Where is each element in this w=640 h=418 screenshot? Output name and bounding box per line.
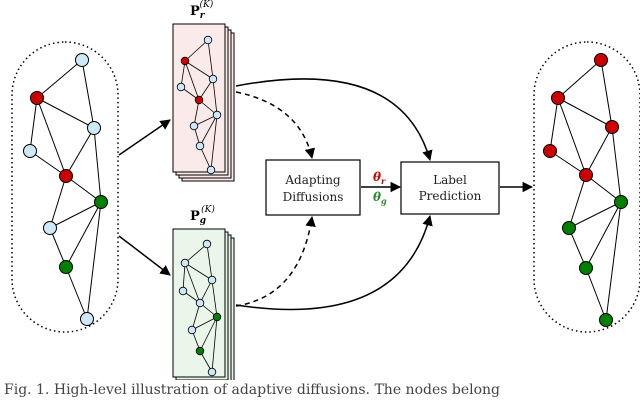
red-stack-label: Pr(K) <box>190 0 214 21</box>
graph-node-green <box>579 261 593 275</box>
graph-node <box>43 221 57 235</box>
adapt-label-line1: Adapting <box>284 173 341 187</box>
green-stack-label: Pg(K) <box>190 204 215 226</box>
graph-node <box>80 312 94 326</box>
label-prediction-box: Label Prediction <box>400 161 500 215</box>
diagram-canvas: Pr(K) <box>11 0 640 380</box>
output-graph <box>533 41 640 333</box>
graph-node <box>87 121 101 135</box>
dashed-arrow-red-to-adapt <box>235 91 316 160</box>
arrow-to-red-stack <box>118 119 171 156</box>
graph-node-green <box>614 195 628 209</box>
input-graph-boundary <box>11 41 119 333</box>
figure-caption: Fig. 1. High-level illustration of adapt… <box>4 382 501 398</box>
theta-r-label: θr <box>373 170 386 186</box>
arrow-red-to-label <box>235 78 433 162</box>
output-graph-boundary <box>533 41 640 333</box>
graph-node-red <box>30 91 44 105</box>
input-graph <box>11 41 119 333</box>
graph-node <box>23 144 37 158</box>
graph-node-green <box>94 195 108 209</box>
graph-node-green <box>59 260 73 274</box>
input-graph-edges <box>29 59 102 320</box>
graph-node-green <box>562 221 576 235</box>
graph-node-red <box>605 120 619 134</box>
graph-node-green <box>599 313 613 327</box>
graph-node-red <box>551 91 565 105</box>
arrow-green-to-label <box>235 214 433 311</box>
label-pred-line1: Label <box>433 173 467 187</box>
graph-node-red <box>543 144 557 158</box>
graph-node-red <box>579 168 593 182</box>
green-diffusion-stack: Pg(K) <box>172 204 235 380</box>
adapting-diffusions-box: Adapting Diffusions <box>265 159 361 216</box>
adapt-label-line2: Diffusions <box>283 190 344 204</box>
dashed-arrow-green-to-adapt <box>235 215 316 307</box>
graph-node-red <box>59 169 73 183</box>
label-pred-line2: Prediction <box>419 189 482 203</box>
graph-node-red <box>594 53 608 67</box>
arrow-to-green-stack <box>118 235 171 276</box>
theta-g-label: θg <box>373 190 387 206</box>
graph-node <box>75 53 89 67</box>
red-diffusion-stack: Pr(K) <box>172 0 235 182</box>
